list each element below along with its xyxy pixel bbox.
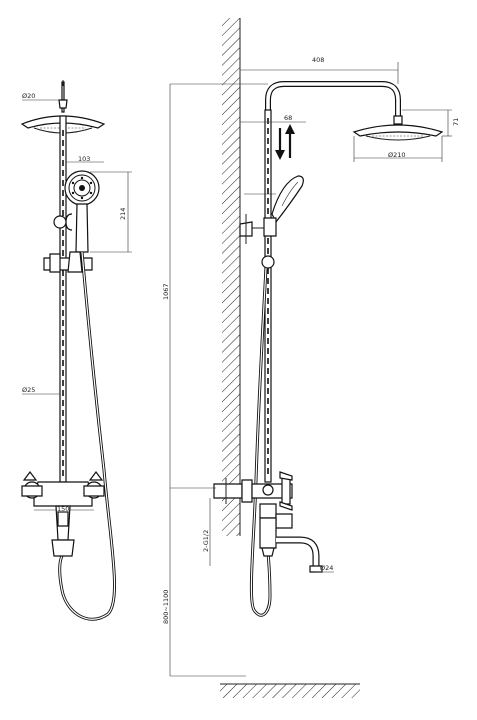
shower-arm bbox=[265, 81, 401, 116]
side-view bbox=[169, 18, 452, 698]
dim-d24: Ø24 bbox=[320, 564, 333, 572]
hand-shower-front bbox=[53, 170, 100, 253]
dim-d20: Ø20 bbox=[22, 92, 35, 100]
mixer-valve-front bbox=[21, 471, 105, 557]
dim-h800-1100: 800~1100 bbox=[162, 590, 170, 624]
dim-h1067: 1067 bbox=[162, 283, 170, 300]
rain-shower-head-side bbox=[352, 115, 444, 141]
dim-h71: 71 bbox=[452, 118, 460, 126]
front-view bbox=[20, 80, 132, 621]
floor-hatch bbox=[220, 684, 360, 698]
dim-w103: 103 bbox=[78, 155, 90, 163]
side-slider bbox=[261, 255, 275, 269]
top-connector bbox=[58, 99, 68, 109]
wall-hatch bbox=[222, 18, 240, 536]
dim-w408: 408 bbox=[312, 56, 324, 64]
slide-arrows-icon bbox=[275, 124, 295, 160]
mixer-valve-side bbox=[213, 471, 323, 573]
dim-w150: 150 bbox=[57, 505, 69, 513]
dim-w68: 68 bbox=[284, 114, 292, 122]
dim-h214: 214 bbox=[119, 208, 127, 220]
dim-thread: 2-G1/2 bbox=[202, 530, 210, 552]
dim-d210: Ø210 bbox=[388, 151, 406, 159]
dim-d25: Ø25 bbox=[22, 386, 35, 394]
hand-shower-side bbox=[239, 175, 304, 244]
